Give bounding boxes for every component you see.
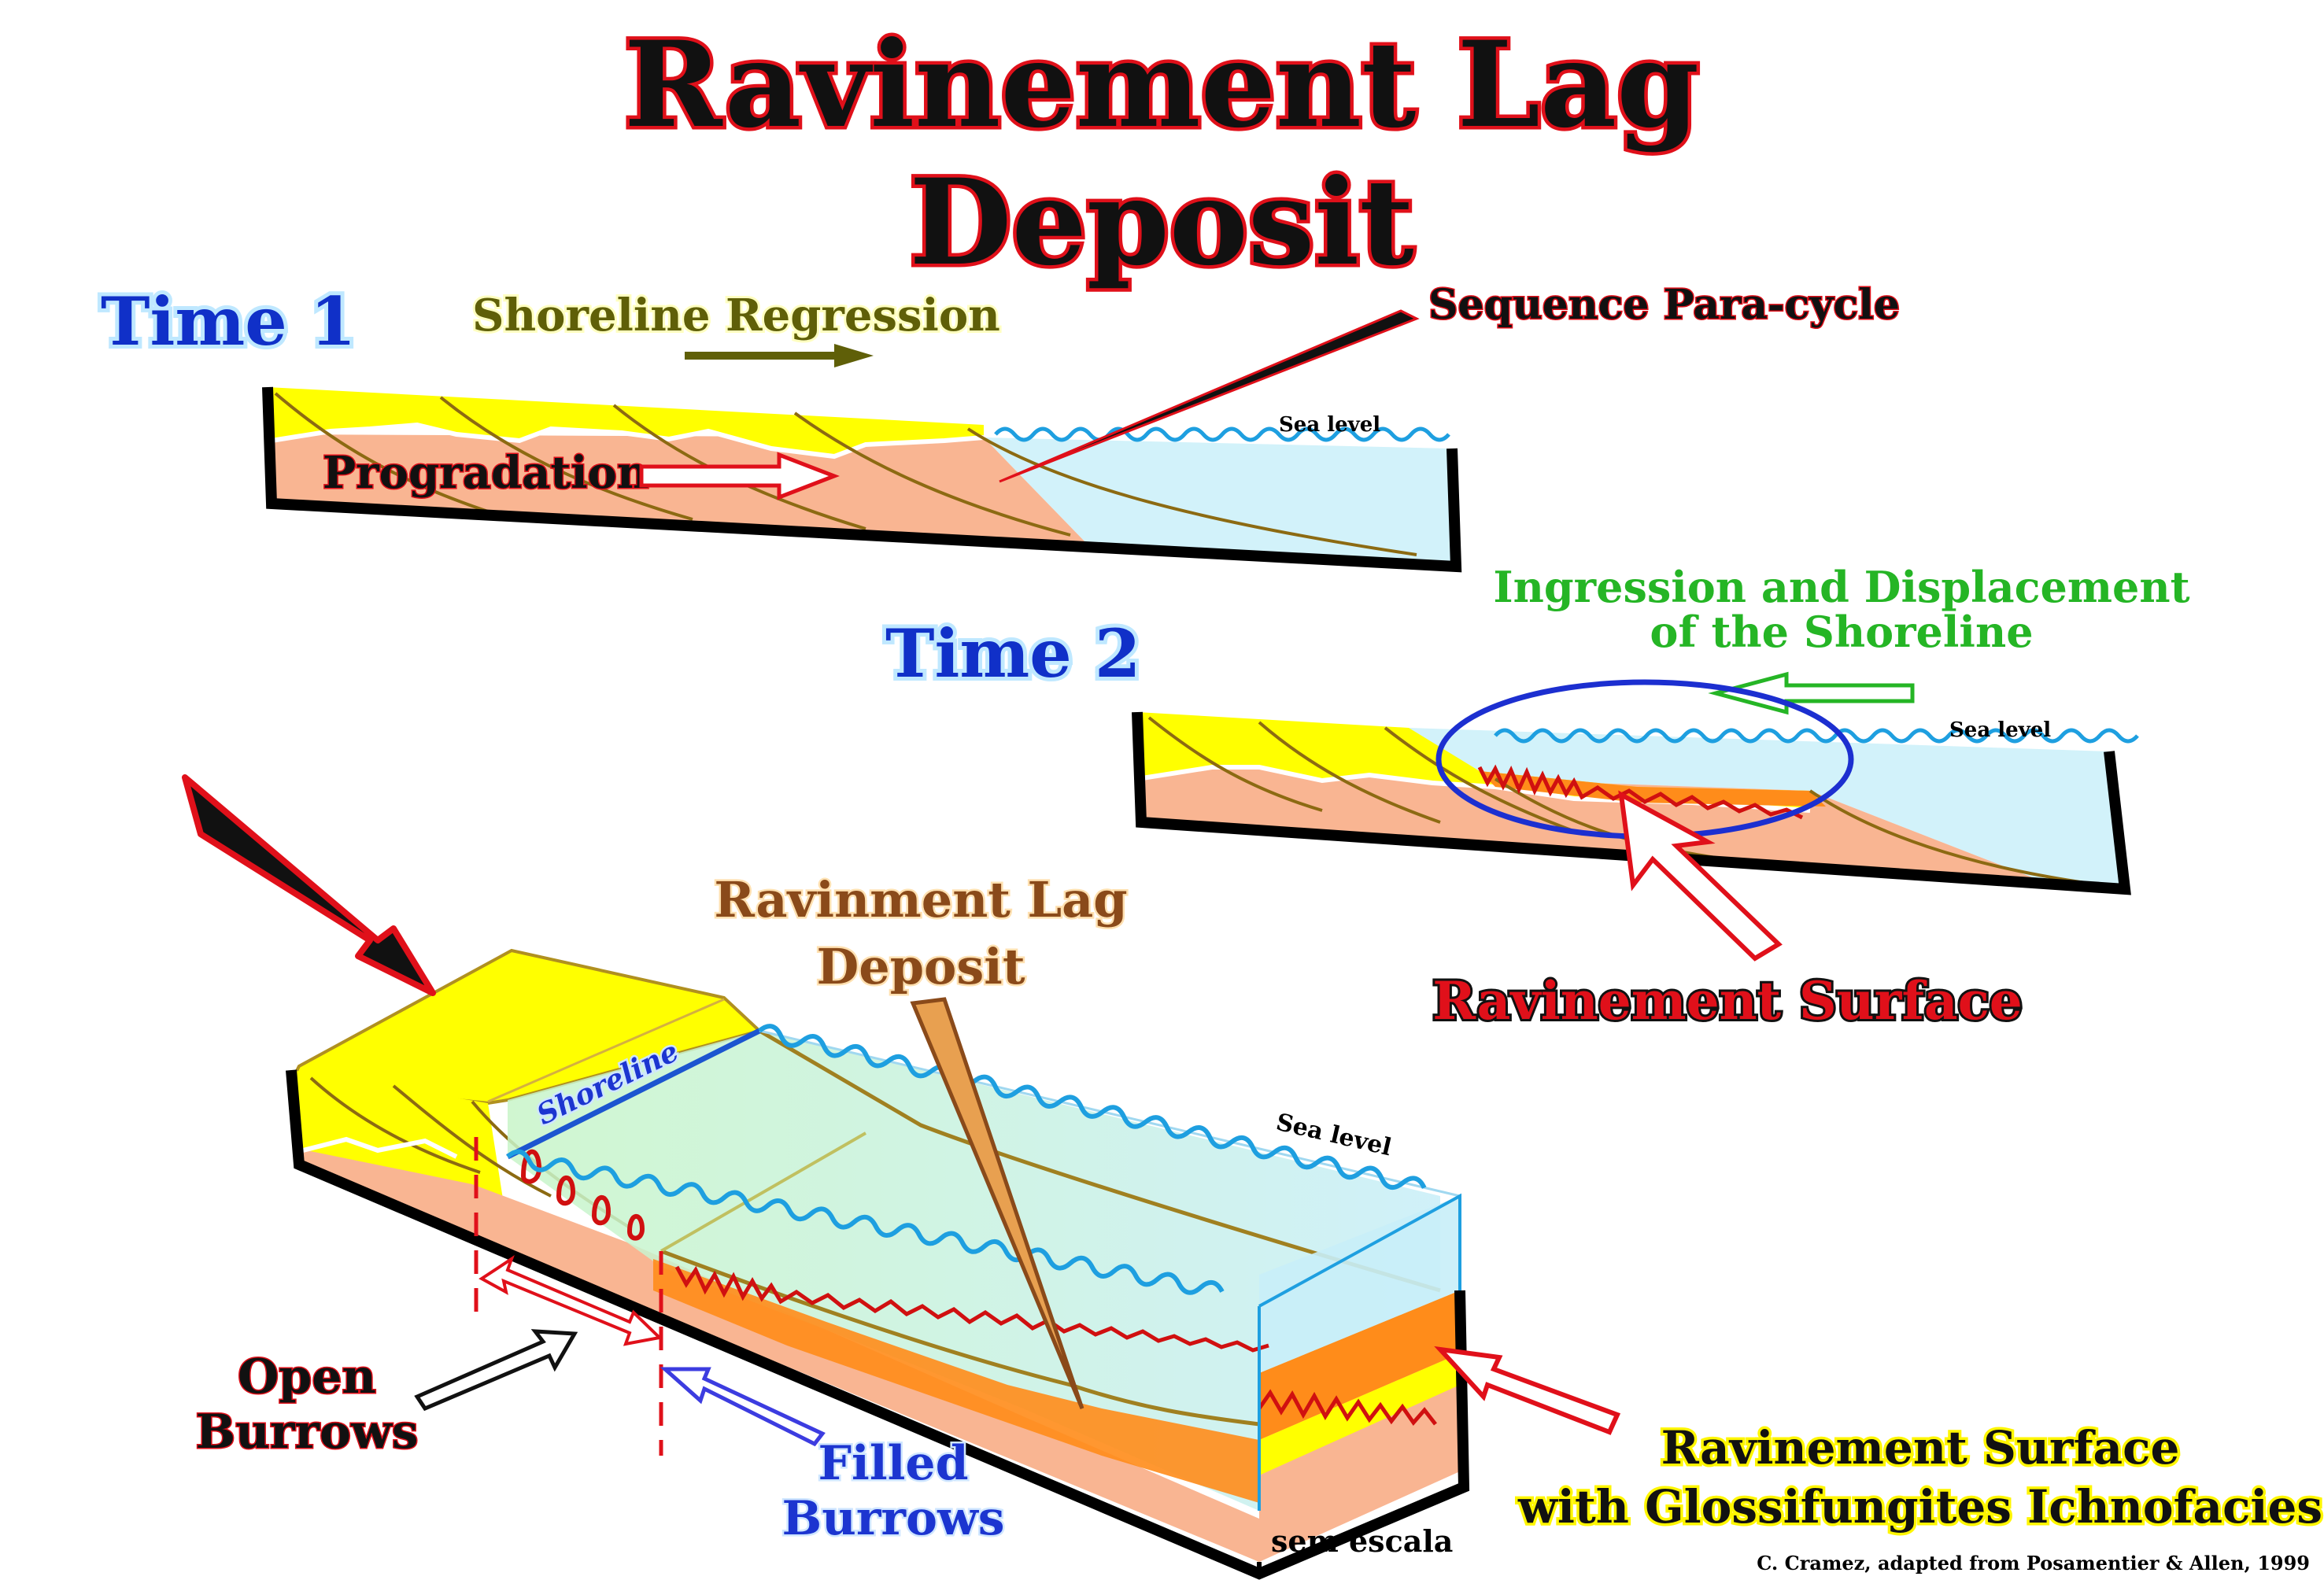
lag-label-line1: Ravinment Lag bbox=[714, 871, 1127, 928]
title-line1: Ravinement Lag bbox=[624, 16, 1699, 154]
time1-cross-section bbox=[262, 386, 1462, 573]
glossifungites-arrow bbox=[1434, 1346, 1621, 1435]
open-burrows-arrow bbox=[414, 1329, 578, 1412]
ingression-arrow bbox=[1708, 671, 1915, 715]
filled-burrows-line1: Filled bbox=[818, 1436, 968, 1491]
lag-label-line2: Deposit bbox=[816, 938, 1025, 995]
paracycle-pointer bbox=[999, 309, 1420, 483]
ravinement-surface-arrow bbox=[1618, 790, 1783, 962]
progradation-arrow bbox=[639, 452, 840, 500]
scale-note: sem escala bbox=[1271, 1523, 1453, 1559]
time2-label: Time 2 bbox=[885, 615, 1140, 692]
time2-ravinement-burrows bbox=[1477, 764, 1804, 820]
lag-pointer bbox=[910, 997, 1084, 1409]
open-burrows-line1: Open bbox=[238, 1349, 376, 1405]
shoreline-line bbox=[506, 1028, 761, 1160]
filled-burrows-line2: Burrows bbox=[781, 1491, 1004, 1546]
time1-label: Time 1 bbox=[101, 282, 356, 360]
block-pointer-arrow bbox=[182, 774, 436, 996]
regression-label: Shoreline Regression bbox=[472, 290, 1000, 341]
filled-burrows-arrow bbox=[660, 1367, 826, 1447]
progradation-label: Progradation bbox=[323, 447, 649, 499]
credit-text: C. Cramez, adapted from Posamentier & Al… bbox=[1757, 1552, 2310, 1574]
glossifungites-line2: with Glossifungites Ichnofacies bbox=[1517, 1480, 2322, 1534]
regression-arrow bbox=[685, 344, 874, 367]
block-diagram bbox=[286, 948, 1470, 1580]
time1-sea-wave bbox=[994, 426, 1450, 442]
glossifungites-line1: Ravinement Surface bbox=[1661, 1421, 2180, 1475]
ingression-line2: of the Shoreline bbox=[1650, 607, 2033, 657]
ravinement-surface-label: Ravinement Surface bbox=[1432, 970, 2023, 1032]
title-line2: Deposit bbox=[909, 153, 1413, 292]
time2-sea-level: Sea level bbox=[1949, 718, 2051, 742]
open-burrows-line2: Burrows bbox=[195, 1405, 418, 1460]
ingression-line1: Ingression and Displacement bbox=[1493, 562, 2189, 612]
time1-sea-level: Sea level bbox=[1279, 413, 1380, 437]
paracycle-label: Sequence Para-cycle bbox=[1428, 281, 1900, 329]
burrow-zone-markers bbox=[474, 1137, 663, 1456]
